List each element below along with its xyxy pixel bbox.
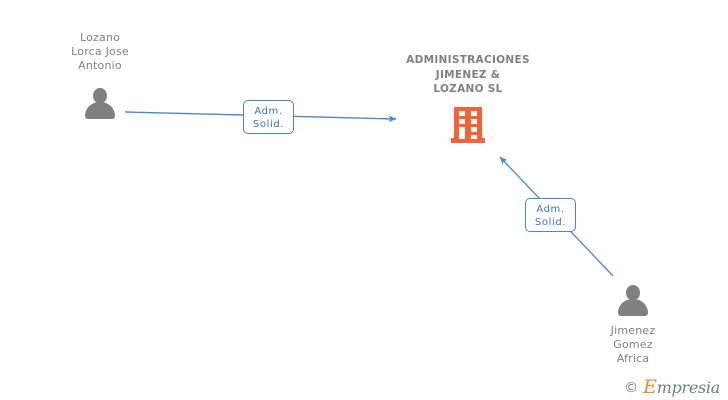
- edge-label-jimenez-to-company[interactable]: Adm. Solid.: [525, 198, 576, 232]
- person-body: [618, 299, 648, 316]
- empresia-logo-initial: E: [643, 376, 657, 398]
- person-head: [93, 88, 107, 103]
- building-window: [459, 111, 465, 116]
- building-window: [459, 127, 465, 132]
- node-label-administraciones-jimenez-lozano-sl: ADMINISTRACIONES JIMENEZ & LOZANO SL: [406, 54, 530, 95]
- person-head: [626, 285, 640, 300]
- node-label-jimenez-gomez-africa: Jimenez Gomez Africa: [610, 324, 656, 365]
- edge-label-lozano-to-company[interactable]: Adm. Solid.: [243, 100, 294, 134]
- empresia-watermark: © Empresia: [624, 376, 721, 398]
- building-icon: [451, 107, 485, 143]
- building-door: [459, 130, 465, 139]
- building-window: [471, 127, 477, 132]
- building-tower: [454, 107, 482, 139]
- person-body: [85, 102, 115, 119]
- empresia-logo: Empresia: [643, 376, 721, 398]
- building-window: [459, 119, 465, 124]
- person-icon: [617, 285, 649, 316]
- copyright-icon: ©: [624, 379, 639, 396]
- building-base: [451, 138, 485, 143]
- building-window: [471, 111, 477, 116]
- empresia-logo-rest: mpresia: [656, 378, 721, 397]
- building-window: [471, 119, 477, 124]
- node-label-lozano-lorca-jose-antonio: Lozano Lorca Jose Antonio: [71, 31, 129, 72]
- building-window: [471, 135, 477, 139]
- person-icon: [84, 88, 116, 119]
